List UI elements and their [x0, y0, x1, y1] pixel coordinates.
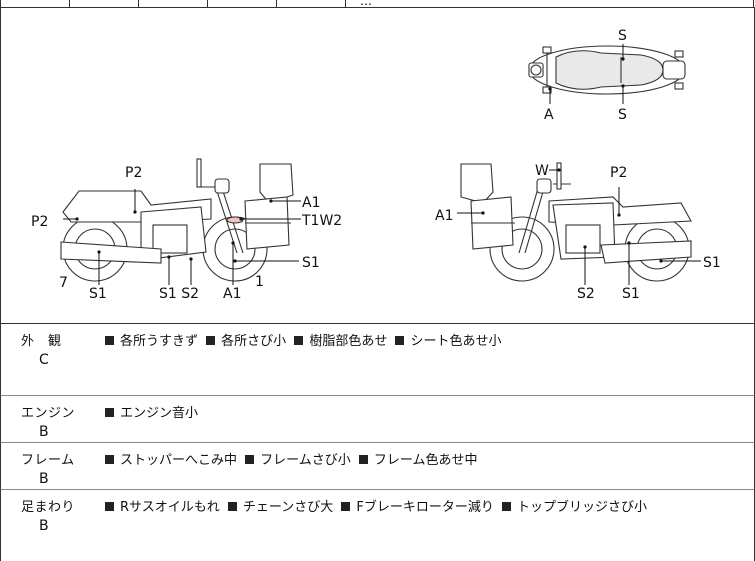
top-view-label-a: A — [544, 107, 554, 123]
right-view-label-s1: S1 — [622, 286, 640, 302]
list-item: フレーム色あせ中 — [355, 453, 478, 468]
list-item: エンジン音小 — [101, 406, 198, 421]
section-row-suspension: 足まわり B Rサスオイルもれ チェーンさび大 Fブレーキローター減り トップブ… — [0, 490, 755, 561]
left-view-label-p2-rear: P2 — [31, 214, 48, 230]
list-item: Rサスオイルもれ — [101, 500, 220, 515]
bullet-square-icon — [294, 336, 304, 345]
section-items: ストッパーへこみ中 フレームさび小 フレーム色あせ中 — [101, 449, 478, 468]
section-row-exterior: 外 観 C 各所うすきず 各所さび小 樹脂部色あせ シート色あせ小 — [0, 324, 755, 396]
bullet-square-icon — [206, 336, 216, 345]
left-view-label-s1-exhaust: S1 — [89, 286, 107, 302]
list-item: フレームさび小 — [241, 453, 351, 468]
section-category: 足まわり — [21, 500, 76, 515]
table-cell — [0, 0, 1, 7]
section-category: フレーム — [21, 453, 75, 468]
inspection-results: 外 観 C 各所うすきず 各所さび小 樹脂部色あせ シート色あせ小 エンジン B… — [0, 324, 755, 561]
bullet-square-icon — [105, 455, 114, 464]
right-view-label-p2: P2 — [610, 165, 627, 181]
left-view-label-s1-wheel: S1 — [302, 255, 320, 271]
table-cell — [207, 0, 208, 7]
bullet-square-icon — [341, 502, 351, 511]
right-view-label-s1-wheel: S1 — [703, 255, 721, 271]
section-grade: B — [39, 424, 49, 440]
list-item: シート色あせ小 — [391, 334, 501, 349]
bullet-square-icon — [395, 336, 405, 345]
right-view-label-w: W — [535, 163, 549, 179]
left-view-label-p2-tank: P2 — [125, 165, 142, 181]
table-cell — [138, 0, 139, 7]
left-view-label-s1-s2: S1 S2 — [159, 286, 199, 302]
bullet-square-icon — [227, 502, 237, 511]
damage-diagram: S A S — [31, 28, 721, 302]
top-row-partial-text: … — [360, 0, 372, 8]
bullet-square-icon — [105, 502, 114, 511]
section-category: 外 観 — [21, 334, 62, 349]
bullet-square-icon — [358, 455, 368, 464]
left-view-label-7: 7 — [59, 275, 68, 291]
list-item: Fブレーキローター減り — [337, 500, 494, 515]
left-view-label-t1w2: T1W2 — [301, 213, 342, 229]
damage-diagram-panel: S A S — [0, 7, 755, 324]
right-view-label-a1: A1 — [435, 208, 453, 224]
top-view-label-s-upper: S — [618, 28, 627, 44]
table-cell — [753, 0, 754, 7]
right-view-label-s2: S2 — [577, 286, 595, 302]
table-cell — [345, 0, 346, 7]
left-view-label-1: 1 — [255, 274, 264, 290]
section-grade: B — [39, 471, 49, 487]
section-items: エンジン音小 — [101, 402, 198, 421]
bullet-square-icon — [105, 408, 114, 417]
section-category: エンジン — [21, 406, 76, 421]
section-row-frame: フレーム B ストッパーへこみ中 フレームさび小 フレーム色あせ中 — [0, 443, 755, 490]
section-items: 各所うすきず 各所さび小 樹脂部色あせ シート色あせ小 — [101, 330, 501, 349]
list-item: トップブリッジさび小 — [498, 500, 647, 515]
left-view-label-a1-fork: A1 — [223, 286, 241, 302]
left-view-label-a1-cowl: A1 — [302, 195, 320, 211]
motorcycle-top-view — [528, 44, 686, 104]
list-item: ストッパーへこみ中 — [101, 453, 237, 468]
section-items: Rサスオイルもれ チェーンさび大 Fブレーキローター減り トップブリッジさび小 — [101, 496, 647, 515]
table-cell — [276, 0, 277, 7]
top-table-row-fragment — [0, 0, 755, 8]
motorcycle-left-view — [60, 158, 301, 285]
list-item: 各所さび小 — [202, 334, 286, 349]
bullet-square-icon — [105, 336, 114, 345]
bullet-square-icon — [502, 502, 512, 511]
section-row-engine: エンジン B エンジン音小 — [0, 396, 755, 443]
list-item: 樹脂部色あせ — [290, 334, 387, 349]
top-view-label-s-lower: S — [618, 107, 627, 123]
list-item: 各所うすきず — [101, 334, 198, 349]
bullet-square-icon — [245, 455, 255, 464]
section-grade: C — [39, 352, 49, 368]
section-grade: B — [39, 518, 49, 534]
motorcycle-right-view — [457, 162, 701, 285]
list-item: チェーンさび大 — [224, 500, 333, 515]
table-cell — [69, 0, 70, 7]
